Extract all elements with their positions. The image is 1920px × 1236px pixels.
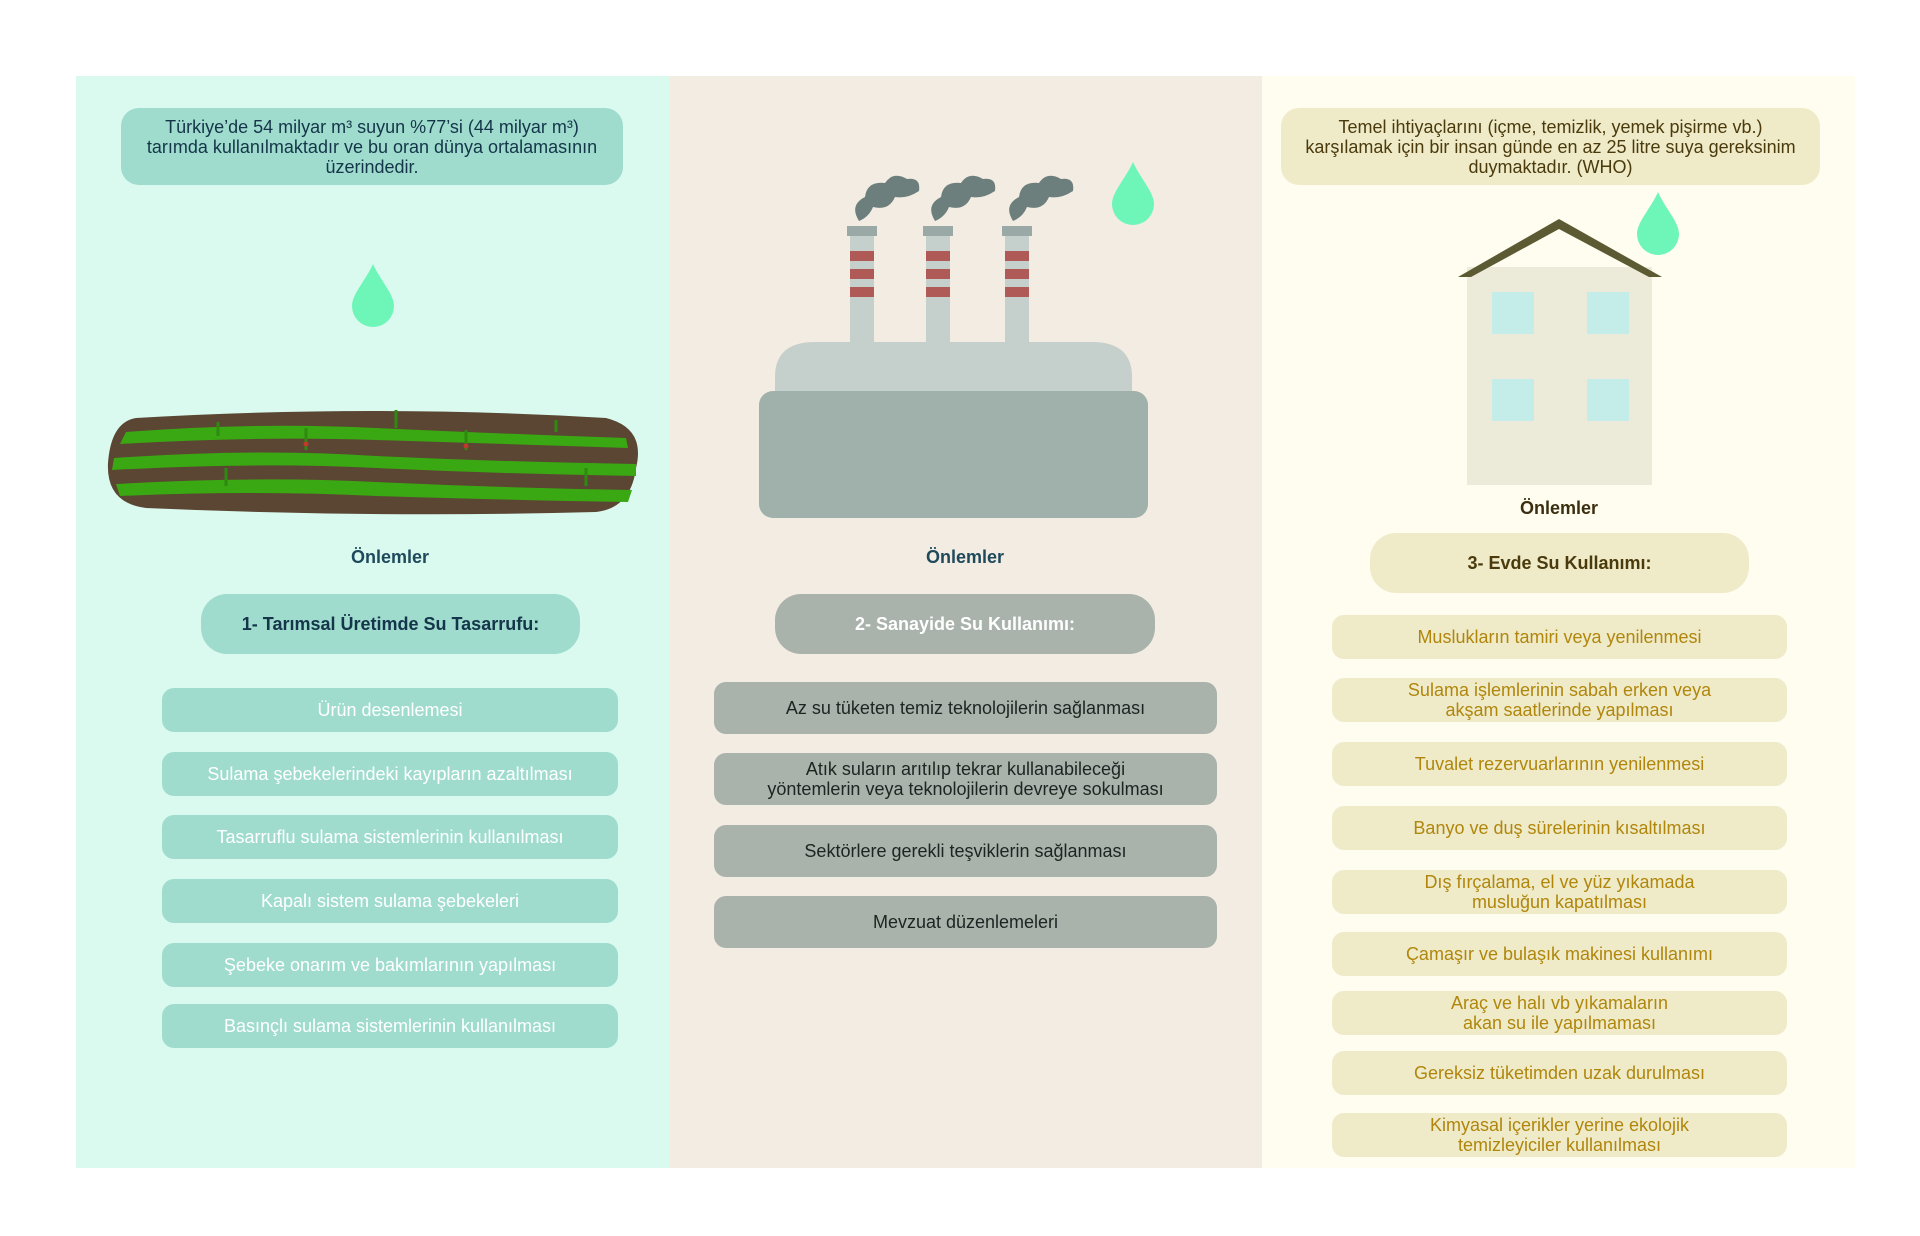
factory-illustration (759, 175, 1148, 518)
home-header: 3- Evde Su Kullanımı: (1370, 533, 1749, 593)
list-item: Banyo ve duş sürelerinin kısaltılması (1332, 806, 1787, 850)
measures-label: Önlemler (350, 547, 430, 567)
water-drop-icon (352, 264, 394, 327)
measures-label: Önlemler (1519, 498, 1599, 518)
list-item: Sulama işlemlerinin sabah erken veya akş… (1332, 678, 1787, 722)
list-item: Kimyasal içerikler yerine ekolojik temiz… (1332, 1113, 1787, 1157)
list-item: Sulama şebekelerindeki kayıpların azaltı… (162, 752, 618, 796)
agriculture-info-box: Türkiye’de 54 milyar m³ suyun %77’si (44… (121, 108, 623, 185)
water-drop-icon (1112, 162, 1154, 225)
list-item: Muslukların tamiri veya yenilenmesi (1332, 615, 1787, 659)
list-item: Araç ve halı vb yıkamaların akan su ile … (1332, 991, 1787, 1035)
house-illustration (1458, 219, 1662, 485)
list-item: Ürün desenlemesi (162, 688, 618, 732)
farm-field-illustration (107, 410, 638, 515)
list-item: Tasarruflu sulama sistemlerinin kullanıl… (162, 815, 618, 859)
list-item: Şebeke onarım ve bakımlarının yapılması (162, 943, 618, 987)
list-item: Gereksiz tüketimden uzak durulması (1332, 1051, 1787, 1095)
list-item: Çamaşır ve bulaşık makinesi kullanımı (1332, 932, 1787, 976)
home-info-box: Temel ihtiyaçlarını (içme, temizlik, yem… (1281, 108, 1820, 185)
industry-header: 2- Sanayide Su Kullanımı: (775, 594, 1155, 654)
list-item: Dış fırçalama, el ve yüz yıkamada musluğ… (1332, 870, 1787, 914)
water-drop-icon (1637, 192, 1679, 255)
list-item: Az su tüketen temiz teknolojilerin sağla… (714, 682, 1217, 734)
list-item: Sektörlere gerekli teşviklerin sağlanmas… (714, 825, 1217, 877)
list-item: Atık suların arıtılıp tekrar kullanabile… (714, 753, 1217, 805)
list-item: Basınçlı sulama sistemlerinin kullanılma… (162, 1004, 618, 1048)
agriculture-header: 1- Tarımsal Üretimde Su Tasarrufu: (201, 594, 580, 654)
list-item: Tuvalet rezervuarlarının yenilenmesi (1332, 742, 1787, 786)
list-item: Mevzuat düzenlemeleri (714, 896, 1217, 948)
measures-label: Önlemler (925, 547, 1005, 567)
list-item: Kapalı sistem sulama şebekeleri (162, 879, 618, 923)
